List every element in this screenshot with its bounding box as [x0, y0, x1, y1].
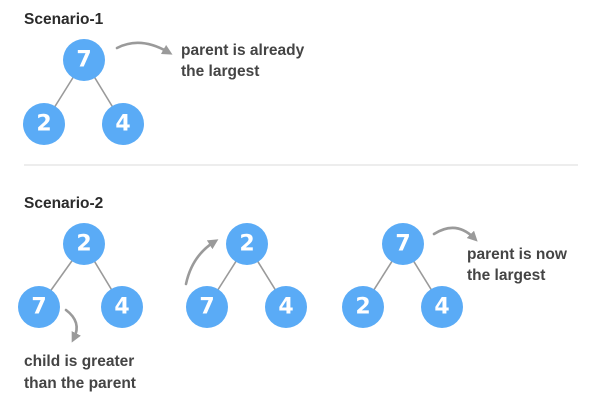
svg-text:4: 4	[434, 295, 449, 320]
svg-text:2: 2	[76, 232, 91, 257]
svg-text:7: 7	[31, 295, 46, 320]
svg-text:4: 4	[115, 112, 130, 137]
s2a-node-parent: 2	[63, 223, 105, 265]
s1-note-line-2: the largest	[181, 63, 259, 80]
s2c-node-left: 2	[342, 286, 384, 328]
s2b-node-left: 7	[186, 286, 228, 328]
svg-text:7: 7	[199, 295, 214, 320]
s1-arrow-icon	[115, 41, 173, 55]
s1-node-right: 4	[102, 103, 144, 145]
scenario-1-title: Scenario-1	[24, 11, 104, 28]
child-note-line-2: than the parent	[24, 375, 136, 392]
svg-text:7: 7	[76, 48, 91, 73]
child-note-line-1: child is greater	[24, 353, 134, 370]
s1-note-line-1: parent is already	[181, 42, 305, 59]
s2c-node-parent: 7	[382, 223, 424, 265]
s2a-node-left: 7	[18, 286, 60, 328]
s1-node-parent: 7	[63, 39, 105, 81]
parent-note-line-1: parent is now	[467, 246, 568, 263]
parent-note-line-2: the largest	[467, 267, 545, 284]
svg-text:2: 2	[239, 232, 254, 257]
svg-text:7: 7	[395, 232, 410, 257]
svg-text:2: 2	[355, 295, 370, 320]
s2c-node-right: 4	[421, 286, 463, 328]
svg-text:4: 4	[278, 295, 293, 320]
s2b-node-parent: 2	[226, 223, 268, 265]
s2b-node-right: 4	[265, 286, 307, 328]
svg-text:4: 4	[114, 295, 129, 320]
scenario-2-title: Scenario-2	[24, 195, 103, 212]
s2c-arrow-icon	[432, 226, 478, 242]
s1-node-left: 2	[23, 103, 65, 145]
s2a-arrow-icon	[64, 308, 81, 343]
s2a-node-right: 4	[101, 286, 143, 328]
s2b-arrow-icon	[184, 239, 219, 286]
svg-text:2: 2	[36, 112, 51, 137]
